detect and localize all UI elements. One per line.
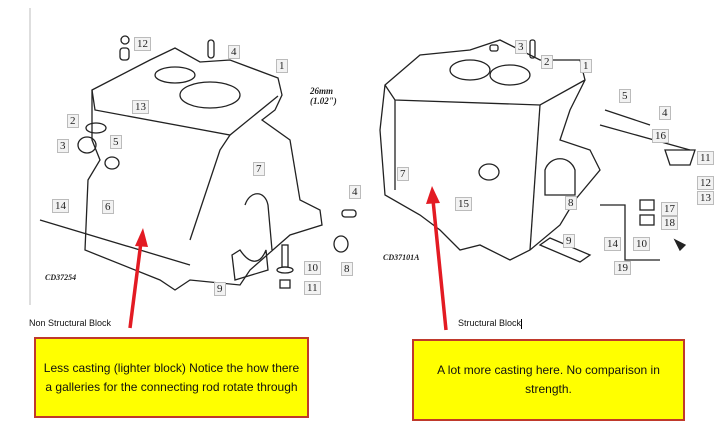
left-engine-block	[29, 8, 357, 305]
callout-label: 2	[541, 55, 553, 69]
red-arrows	[128, 186, 448, 331]
callout-label: 12	[697, 176, 714, 190]
non-structural-caption: Non Structural Block	[29, 318, 112, 328]
figure-code: CD37254	[45, 273, 77, 282]
callout-label: 4	[228, 45, 240, 59]
callout-label: 6	[102, 200, 114, 214]
callout-label: 10	[633, 237, 650, 251]
callout-label: 3	[515, 40, 527, 54]
callout-label: 18	[661, 216, 678, 230]
figure-code: CD37101A	[383, 253, 420, 262]
dimension-label: 26mm (1.02")	[310, 86, 337, 106]
structural-note: A lot more casting here. No comparison i…	[412, 339, 685, 421]
note-text: Less casting (lighter block) Notice the …	[43, 360, 300, 394]
non-structural-note: Less casting (lighter block) Notice the …	[34, 337, 309, 418]
callout-label: 5	[619, 89, 631, 103]
structural-caption: Structural Block	[458, 318, 523, 329]
callout-label: 11	[304, 281, 321, 295]
callout-label: 9	[563, 234, 575, 248]
right-engine-block	[379, 39, 696, 263]
callout-label: 7	[253, 162, 265, 176]
callout-label: 1	[276, 59, 288, 73]
callout-label: 13	[697, 191, 714, 205]
callout-label: 4	[659, 106, 671, 120]
note-text: A lot more casting here. No comparison i…	[437, 363, 660, 396]
text-cursor	[521, 318, 523, 329]
callout-label: 9	[214, 282, 226, 296]
callout-label: 8	[341, 262, 353, 276]
callout-label: 19	[614, 261, 631, 275]
callout-label: 12	[134, 37, 151, 51]
callout-label: 5	[110, 135, 122, 149]
structural-caption-text: Structural Block	[458, 318, 522, 328]
callout-label: 17	[661, 202, 678, 216]
callout-label: 10	[304, 261, 321, 275]
callout-label: 2	[67, 114, 79, 128]
callout-label: 16	[652, 129, 669, 143]
callout-label: 8	[565, 196, 577, 210]
dimension-inch: (1.02")	[310, 96, 337, 106]
callout-label: 11	[697, 151, 714, 165]
callout-label: 13	[132, 100, 149, 114]
callout-label: 4	[349, 185, 361, 199]
callout-label: 1	[580, 59, 592, 73]
callout-label: 3	[57, 139, 69, 153]
callout-label: 15	[455, 197, 472, 211]
callout-label: 7	[397, 167, 409, 181]
dimension-mm: 26mm	[310, 86, 334, 96]
callout-label: 14	[52, 199, 69, 213]
callout-label: 14	[604, 237, 621, 251]
